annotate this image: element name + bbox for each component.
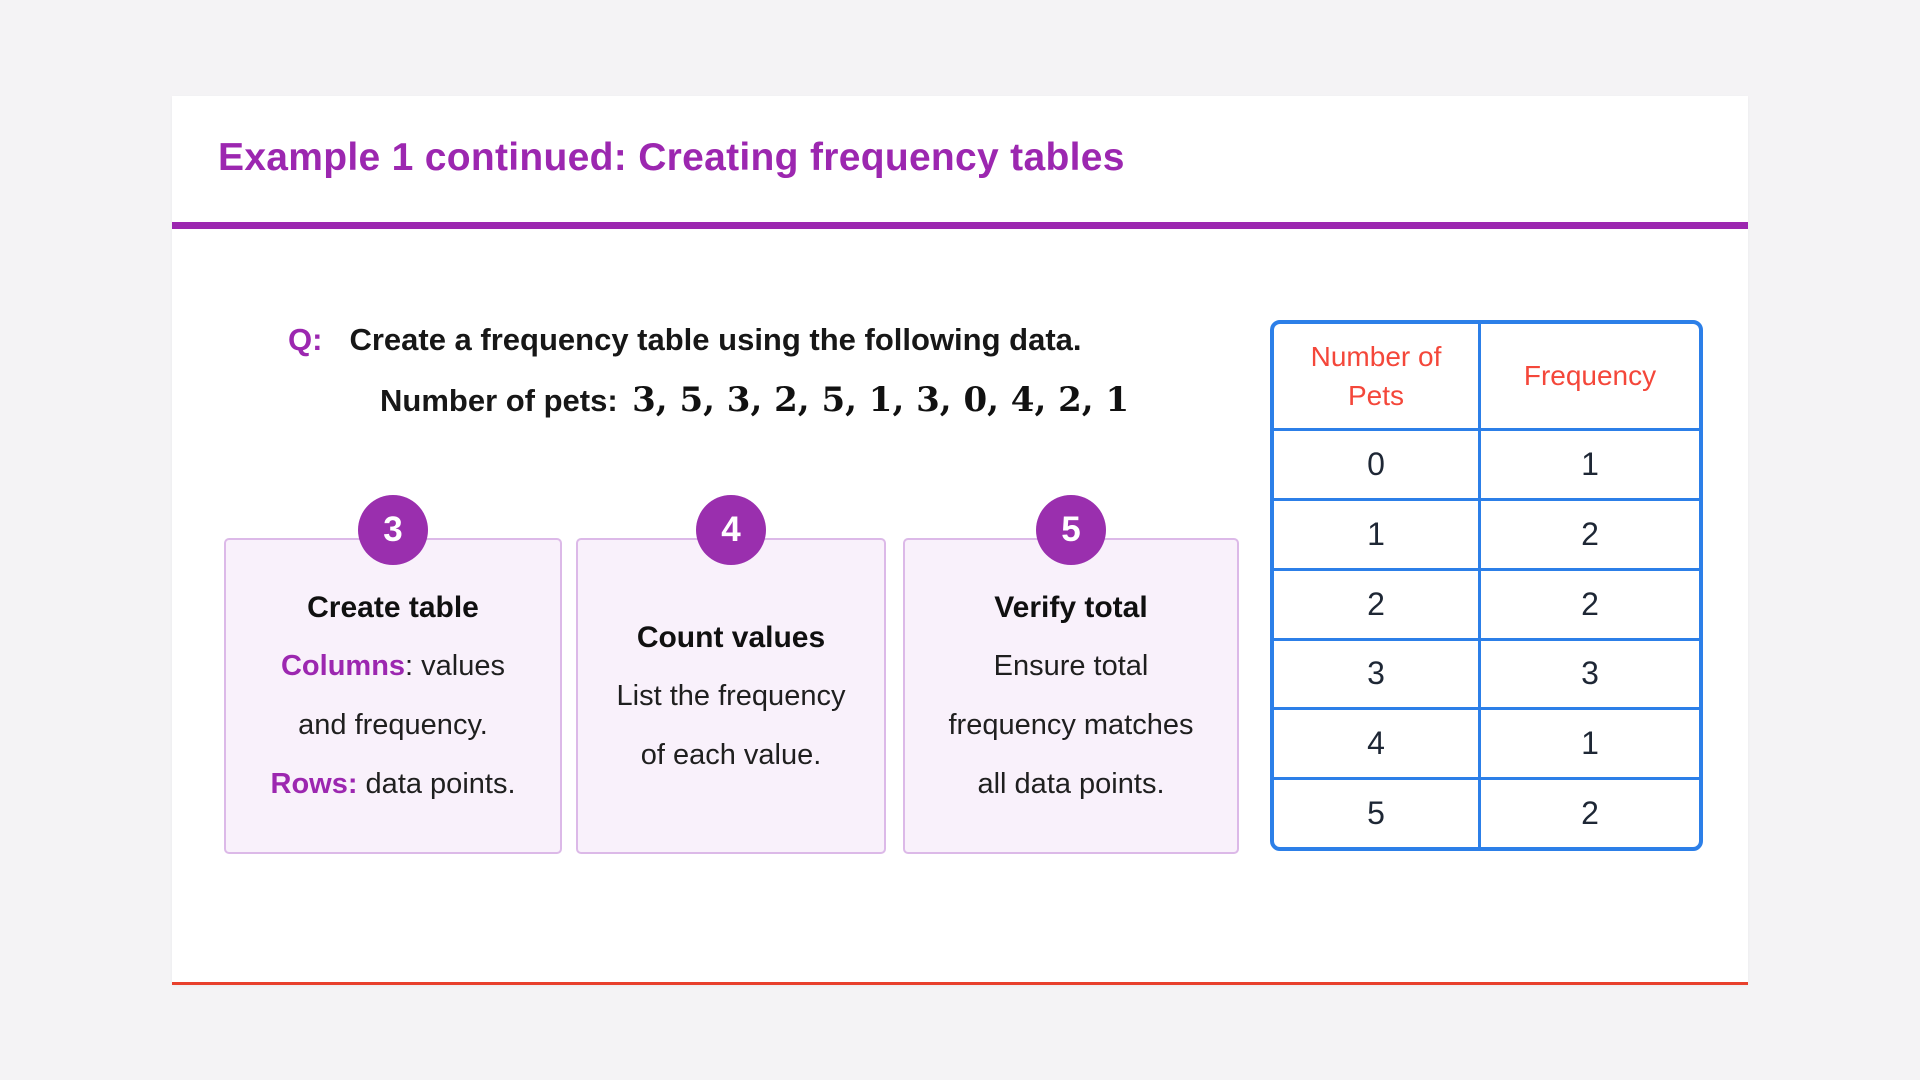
title-divider — [172, 222, 1748, 229]
step-card-line: Rows: data points. — [271, 755, 516, 814]
step-card-line: List the frequency — [616, 679, 846, 712]
step-card-title: Count values — [636, 620, 826, 654]
pets-data-label: Number of pets: — [380, 383, 618, 418]
pets-data-values: 3, 5, 3, 2, 5, 1, 3, 0, 4, 2, 1 — [632, 380, 1130, 420]
table-cell: 3 — [1274, 640, 1478, 708]
step-line-text: data points. — [357, 768, 516, 800]
step-card-line: Columns: values — [281, 637, 505, 696]
step-card-verify-total: 5 Verify total Ensure total frequency ma… — [903, 495, 1239, 854]
step-card-line: all data points. — [977, 768, 1165, 800]
frequency-table: Number of Pets Frequency 0 1 1 2 2 2 3 3… — [1270, 320, 1703, 851]
step-card-title: Create table — [307, 591, 479, 624]
table-cell: 4 — [1274, 710, 1478, 778]
table-cell: 2 — [1274, 570, 1478, 638]
slide-card: Example 1 continued: Creating frequency … — [172, 96, 1748, 985]
question-row: Q: Create a frequency table using the fo… — [288, 322, 1082, 358]
table-header-frequency: Frequency — [1481, 324, 1699, 428]
table-cell: 1 — [1274, 500, 1478, 568]
step-card-line: and frequency. — [298, 709, 488, 741]
table-cell: 1 — [1481, 710, 1699, 778]
step-line-text: : values — [405, 650, 505, 682]
table-cell: 2 — [1481, 570, 1699, 638]
question-text: Create a frequency table using the follo… — [349, 322, 1082, 357]
table-cell: 2 — [1481, 500, 1699, 568]
step-number-badge: 4 — [696, 495, 766, 565]
table-header-number-of-pets: Number of Pets — [1274, 324, 1478, 428]
step-card-line: frequency matches — [948, 709, 1194, 741]
step-card-count-values: 4 Count values List the frequency of eac… — [576, 495, 886, 854]
question-prefix: Q: — [288, 322, 323, 357]
step-card-line: of each value. — [640, 738, 822, 771]
table-cell: 3 — [1481, 640, 1699, 708]
step-card-line: Ensure total — [993, 650, 1149, 682]
step-line-accent: Columns — [280, 650, 406, 682]
page-title: Example 1 continued: Creating frequency … — [218, 136, 1125, 179]
step-line-accent: Rows: — [270, 768, 358, 800]
table-cell: 0 — [1274, 431, 1478, 498]
table-cell: 5 — [1274, 780, 1478, 847]
step-card-title: Verify total — [994, 591, 1148, 624]
pets-data-row: Number of pets: 3, 5, 3, 2, 5, 1, 3, 0, … — [380, 380, 1129, 420]
table-cell: 2 — [1481, 780, 1699, 847]
step-number-badge: 3 — [358, 495, 428, 565]
step-number-badge: 5 — [1036, 495, 1106, 565]
table-cell: 1 — [1481, 431, 1699, 498]
step-card-create-table: 3 Create table Columns: values and frequ… — [224, 495, 562, 854]
